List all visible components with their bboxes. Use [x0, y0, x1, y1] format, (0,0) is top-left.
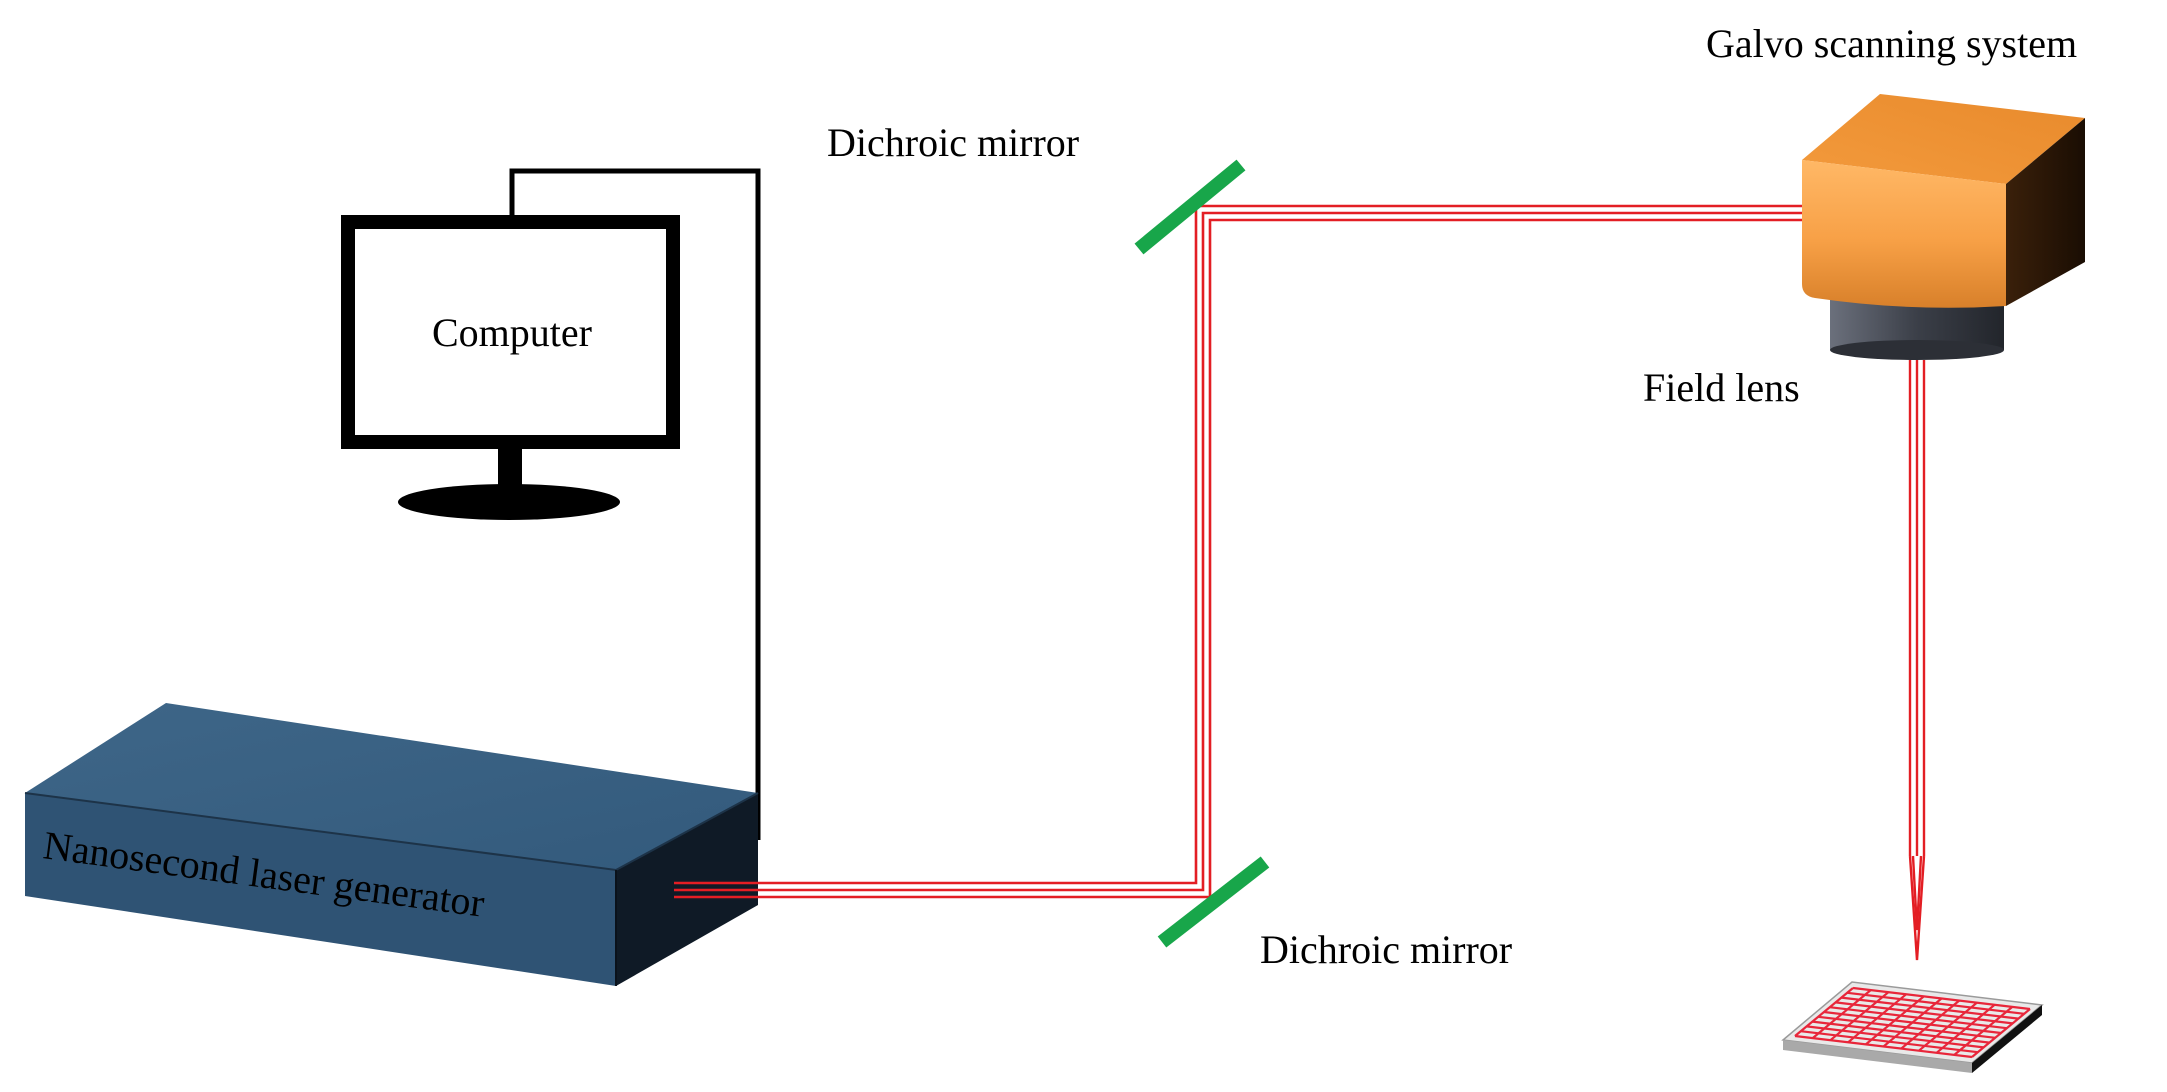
monitor-frame: [341, 215, 680, 449]
computer-label: Computer: [432, 310, 592, 355]
scan-grid-line: [1841, 996, 2019, 1020]
laser-generator: Nanosecond laser generator: [24, 703, 759, 986]
scan-grid-line: [1953, 1006, 2014, 1056]
scan-grid-line: [1935, 1003, 1996, 1054]
beam-line-3: [674, 218, 1802, 899]
focused-beam: [1908, 360, 1926, 961]
scan-grid-line: [1835, 1001, 2013, 1025]
field-lens-bottom: [1830, 340, 2004, 360]
dichroic-mirror-top: [1134, 159, 1246, 255]
galvo-scanner: Galvo scanning system: [1706, 21, 2085, 360]
scan-grid-line: [1847, 991, 2025, 1015]
laser-front-face: [25, 793, 616, 986]
mirror-bottom-label: Dichroic mirror: [1260, 927, 1512, 972]
focused-beam-cone-2: [1911, 855, 1923, 931]
scan-grid: [1794, 986, 2031, 1059]
galvo-side-face: [2006, 118, 2085, 306]
focused-beam-cone-1: [1908, 855, 1926, 961]
beam-path: [674, 204, 1802, 899]
monitor-neck: [498, 448, 522, 488]
scan-grid-line: [1971, 1008, 2031, 1058]
scan-grid-line: [1882, 997, 1943, 1048]
beam-line-2: [674, 211, 1802, 892]
beam-line-1: [674, 204, 1802, 885]
scan-grid-line: [1852, 986, 2031, 1011]
monitor-base: [398, 484, 620, 520]
laser-top-face: [25, 703, 758, 870]
galvo-front-face: [1802, 160, 2006, 308]
scan-grid-line: [1900, 999, 1960, 1050]
galvo-top-face: [1802, 94, 2085, 184]
workpiece: [1781, 981, 2044, 1073]
field-lens-label: Field lens: [1643, 365, 1800, 410]
scan-grid-line: [1829, 1006, 2007, 1030]
dichroic-mirror-bottom: [1157, 856, 1270, 948]
mirror-top-label: Dichroic mirror: [827, 120, 1079, 165]
computer-cable: [509, 168, 761, 840]
workpiece-side: [1972, 1005, 2042, 1073]
scan-grid-line: [1918, 1001, 1978, 1052]
workpiece-front: [1783, 1040, 1972, 1073]
galvo-label: Galvo scanning system: [1706, 21, 2077, 66]
computer: Computer: [341, 168, 761, 840]
